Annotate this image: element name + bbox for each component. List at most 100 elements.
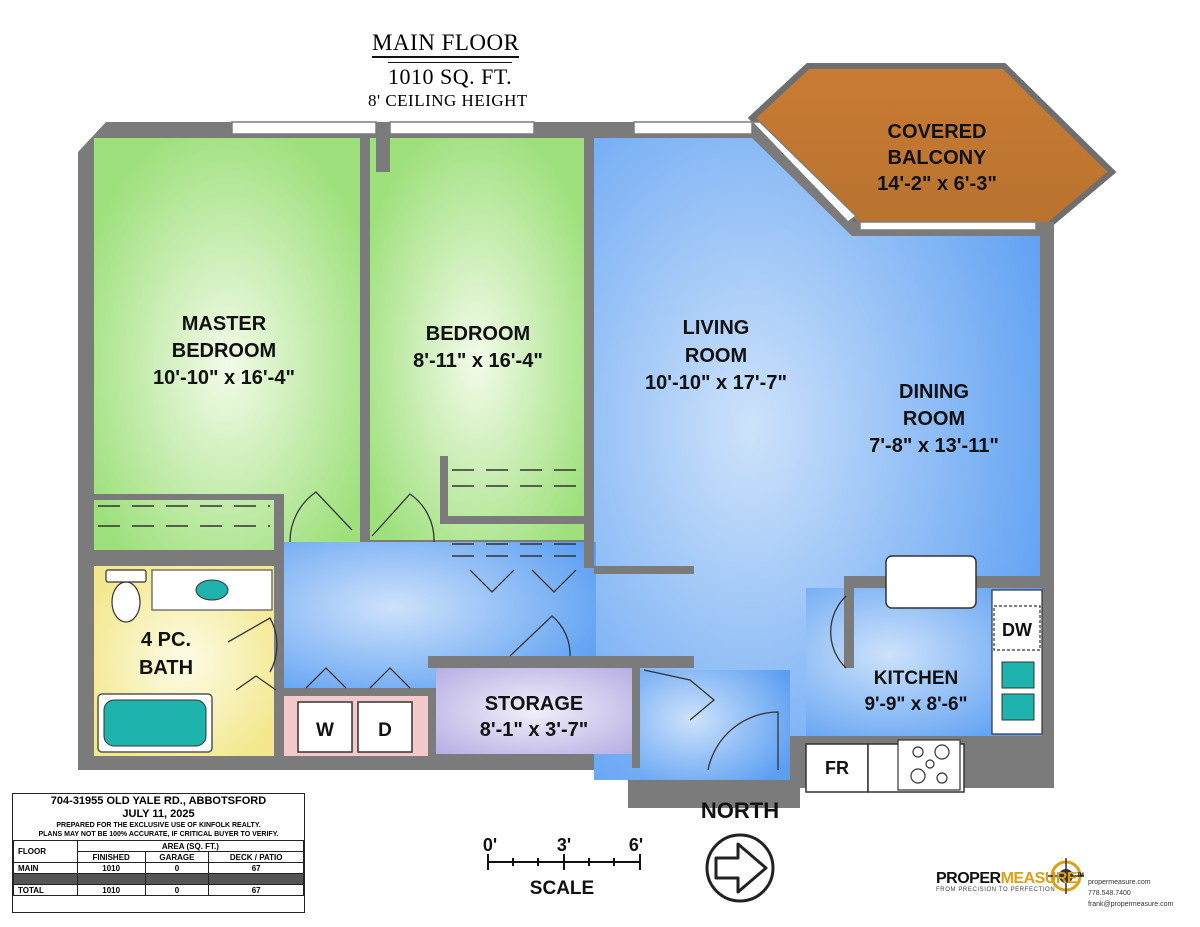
table-row: MAIN 1010 0 67 [13, 862, 304, 874]
accuracy-note: PLANS MAY NOT BE 100% ACCURATE, IF CRITI… [38, 831, 279, 838]
floor-area: 1010 SQ. FT. [388, 62, 513, 89]
wall-bedroom-living [584, 128, 594, 568]
toilet-bowl [111, 581, 141, 623]
dishwasher-label: DW [1002, 620, 1032, 640]
col-deck: DECK / PATIO [208, 851, 304, 863]
floor-title: MAIN FLOOR [372, 30, 520, 58]
storage-name: STORAGE [485, 693, 584, 715]
scale-tick-0: 0' [483, 835, 497, 855]
property-address: 704-31955 OLD YALE RD., ABBOTSFORD [50, 795, 267, 807]
north-arrow-icon [714, 842, 768, 894]
row-garage: 0 [144, 884, 210, 896]
living-name1: LIVING [683, 317, 750, 339]
dryer [357, 701, 413, 753]
col-garage: GARAGE [144, 851, 210, 863]
property-info-table: 704-31955 OLD YALE RD., ABBOTSFORD JULY … [12, 793, 305, 913]
plan-date: JULY 11, 2025 [122, 808, 195, 820]
brand-tagline: FROM PRECISION TO PERFECTION [936, 887, 1056, 893]
col-finished: FINISHED [76, 851, 146, 863]
door-closet-entry [643, 669, 716, 721]
door-master [289, 491, 353, 543]
wall-bath-hall [274, 494, 284, 764]
bath-vanity [151, 569, 273, 611]
kitchen-dims: 9'-9" x 8'-6" [864, 694, 967, 715]
dryer-label: D [378, 720, 392, 741]
window-master [231, 121, 377, 135]
scale-tick-3: 3' [557, 835, 571, 855]
dining-name1: DINING [899, 381, 969, 403]
entry-area [640, 670, 790, 780]
fridge-label: FR [825, 758, 849, 778]
door-laundry [305, 667, 411, 689]
contact-email[interactable]: frank@propermeasure.com [1088, 901, 1174, 908]
door-hall-closet [469, 569, 577, 593]
col-floor: FLOOR [13, 840, 78, 863]
wall-master-bath [94, 550, 284, 566]
row-deck: 67 [208, 862, 304, 874]
washer [297, 701, 353, 753]
washer-label: W [316, 720, 334, 741]
row-floor: TOTAL [13, 884, 78, 896]
wall-kitchen-left [844, 578, 854, 668]
balcony-name1: COVERED [888, 121, 987, 143]
wall-laundry-top [284, 688, 434, 696]
wall-master-bedroom [360, 128, 370, 542]
wall-hall-closet [440, 516, 584, 524]
fridge [805, 743, 869, 793]
bath-name2: BATH [139, 657, 193, 679]
bedroom-dims: 8'-11" x 16'-4" [413, 350, 543, 372]
door-storage [509, 615, 571, 657]
master-dims: 10'-10" x 16'-4" [153, 367, 295, 389]
master-name2: BEDROOM [172, 340, 276, 362]
row-floor: MAIN [13, 862, 78, 874]
living-dining-area [594, 138, 1040, 780]
wall-hall-bottom [428, 656, 694, 668]
sink-left [1001, 661, 1035, 689]
living-dims: 10'-10" x 17'-7" [645, 372, 787, 394]
wall-bedroom-closet [440, 456, 448, 516]
prepared-note: PREPARED FOR THE EXCLUSIVE USE OF KINFOL… [56, 822, 261, 829]
brand-measure: MEASURE [1000, 870, 1078, 887]
dishwasher [993, 605, 1041, 651]
contact-web[interactable]: propermeasure.com [1088, 879, 1151, 886]
storage-dims: 8'-1" x 3'-7" [480, 719, 589, 741]
table-row: TOTAL 1010 0 67 [13, 884, 304, 896]
wall-storage-entry [632, 668, 640, 768]
master-name1: MASTER [182, 313, 267, 335]
contact-info: propermeasure.com 778.548.7400 frank@pro… [1088, 877, 1173, 910]
contact-phone: 778.548.7400 [1088, 890, 1131, 897]
bathtub-basin [103, 699, 207, 747]
col-area: AREA (SQ. FT.) [76, 840, 305, 852]
ceiling-height: 8' CEILING HEIGHT [368, 91, 528, 110]
balcony-dims: 14'-2" x 6'-3" [877, 173, 997, 195]
brand-proper: PROPER [936, 870, 1001, 887]
wall-notch [376, 122, 390, 172]
company-logo: PROPERMEASURETM FROM PRECISION TO PERFEC… [936, 870, 1084, 893]
door-bedroom [371, 493, 435, 543]
bedroom-name: BEDROOM [426, 323, 530, 345]
area-table: FLOOR AREA (SQ. FT.) FINISHED GARAGE DEC… [13, 840, 305, 896]
storage-area [436, 668, 632, 754]
logo-target-icon [1048, 858, 1084, 894]
bedroom-area [370, 138, 584, 540]
north-label: NORTH [701, 798, 779, 823]
wall-master-closet [94, 494, 274, 500]
window-balcony [750, 121, 858, 223]
living-name2: ROOM [685, 345, 747, 367]
brand-tm: TM [1077, 872, 1084, 879]
wall-living-kitchen [594, 566, 694, 574]
row-garage: 0 [144, 862, 210, 874]
row-finished: 1010 [76, 884, 146, 896]
window-dining [859, 221, 1037, 231]
bath-sink [195, 579, 229, 601]
toilet-tank [105, 569, 147, 583]
door-kitchen [830, 595, 847, 669]
master-bedroom-area [94, 138, 360, 550]
dining-dims: 7'-8" x 13'-11" [869, 435, 999, 457]
dining-name2: ROOM [903, 408, 965, 430]
door-bath [227, 617, 278, 673]
kitchen-island [885, 555, 977, 609]
window-living [633, 121, 753, 135]
door-entry [707, 711, 779, 771]
